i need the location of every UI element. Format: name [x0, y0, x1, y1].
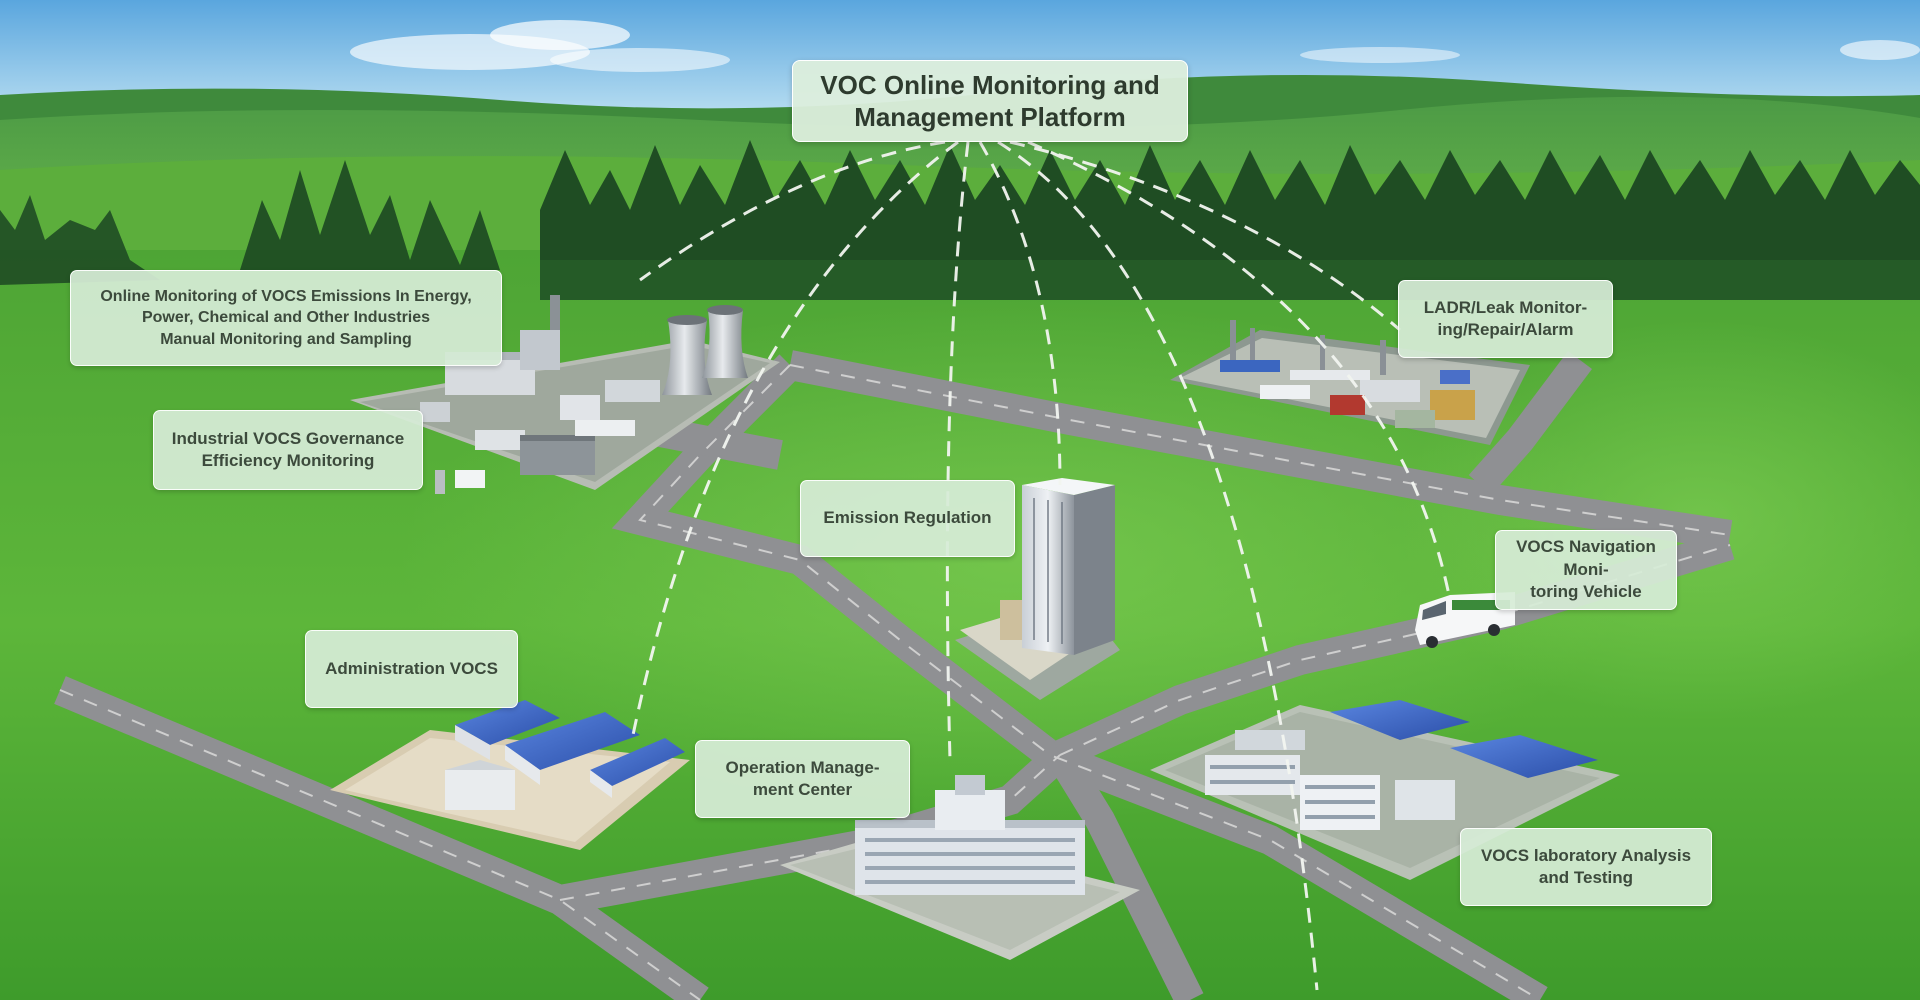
ladr-monitoring-label: LADR/Leak Monitor- ing/Repair/Alarm	[1398, 280, 1613, 358]
data-link-lines	[631, 140, 1452, 991]
operation-label-line-1: Operation Manage-	[725, 757, 880, 777]
administration-building-illustration	[330, 700, 690, 850]
platform-title: VOC Online Monitoring and Management Pla…	[792, 60, 1188, 142]
governance-label-line-1: Industrial VOCS Governance	[171, 428, 405, 448]
road-network	[54, 350, 1735, 1000]
industrial-plant-illustration	[350, 295, 780, 494]
energy-label-line-1: Online Monitoring of VOCS Emissions In E…	[100, 288, 472, 306]
operation-label-line-2: ment Center	[752, 780, 853, 799]
laboratory-label-line-1: VOCS laboratory Analysis	[1480, 845, 1692, 865]
platform-title-line-2: Management Platform	[854, 102, 1126, 132]
regulation-tower-illustration	[955, 478, 1120, 700]
refinery-site-illustration	[1170, 320, 1530, 445]
ladr-label-line-2: ing/Repair/Alarm	[1437, 320, 1574, 339]
regulation-label-line-1: Emission Regulation	[823, 508, 992, 528]
operation-center-illustration	[780, 775, 1140, 960]
administration-label-line-1: Administration VOCS	[325, 658, 498, 678]
laboratory-label-line-2: and Testing	[1538, 868, 1634, 887]
administration-vocs-label: Administration VOCS	[305, 630, 518, 708]
energy-label-line-2: Power, Chemical and Other Industries	[141, 309, 431, 327]
operation-center-label: Operation Manage- ment Center	[695, 740, 910, 818]
monitoring-vehicle-illustration	[1415, 592, 1515, 648]
vehicle-label-line-2: toring Vehicle	[1530, 582, 1642, 602]
governance-label-line-2: Efficiency Monitoring	[201, 451, 375, 470]
energy-label-line-3: Manual Monitoring and Sampling	[160, 330, 412, 348]
vehicle-label-line-1: VOCS Navigation Moni-	[1516, 537, 1656, 579]
laboratory-analysis-label: VOCS laboratory Analysis and Testing	[1460, 828, 1712, 906]
platform-title-line-1: VOC Online Monitoring and	[820, 69, 1160, 100]
energy-monitoring-label: Online Monitoring of VOCS Emissions In E…	[70, 270, 502, 366]
ladr-label-line-1: LADR/Leak Monitor-	[1423, 297, 1588, 317]
governance-monitoring-label: Industrial VOCS Governance Efficiency Mo…	[153, 410, 423, 490]
emission-regulation-label: Emission Regulation	[800, 480, 1015, 557]
navigation-vehicle-label: VOCS Navigation Moni- toring Vehicle	[1495, 530, 1677, 610]
